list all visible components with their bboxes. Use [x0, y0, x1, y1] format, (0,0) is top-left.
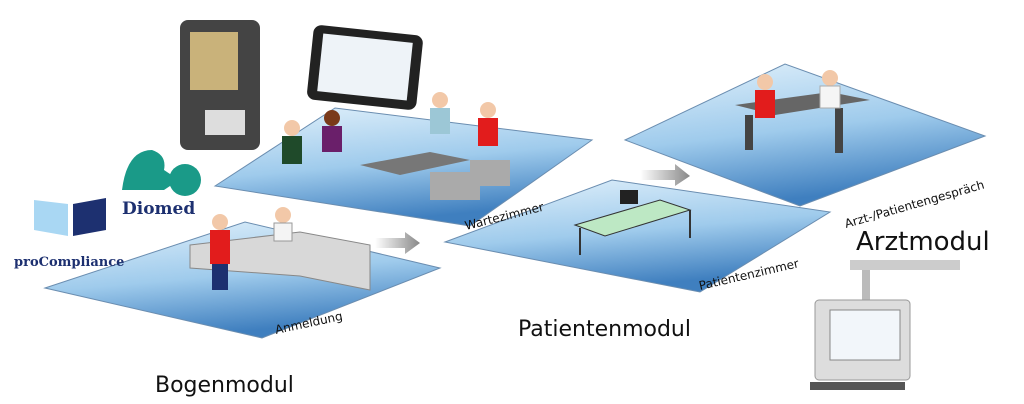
diomed-logo-text: Diomed	[122, 199, 195, 219]
kiosk-terminal-icon	[180, 20, 260, 150]
tablet-icon	[307, 25, 423, 110]
module-title-patienten: Patientenmodul	[518, 317, 691, 342]
receptionist-icon	[273, 207, 293, 242]
medical-terminal-icon	[810, 260, 960, 390]
procompliance-logo: proCompliance	[14, 198, 124, 270]
arrow-icon	[375, 232, 420, 254]
person-red-icon	[755, 74, 775, 118]
person-purple-icon	[322, 110, 342, 152]
waiting-room-furniture	[360, 152, 510, 200]
person-red-icon	[210, 214, 230, 290]
person-lightblue-icon	[430, 92, 450, 134]
module-title-bogen: Bogenmodul	[155, 373, 294, 398]
platform-arzt	[623, 63, 987, 207]
arrow-icon	[640, 164, 690, 186]
doctor-icon	[819, 70, 841, 109]
platform-patientenzimmer	[443, 179, 832, 293]
procompliance-logo-text: proCompliance	[14, 255, 124, 270]
reception-desk	[189, 231, 371, 291]
module-title-arzt: Arztmodul	[856, 227, 990, 257]
diomed-logo: Diomed	[122, 150, 201, 219]
label-arzt-patientengespraech: Arzt-/Patientengespräch	[843, 178, 986, 231]
person-green-icon	[282, 120, 302, 164]
person-red-icon	[478, 102, 498, 146]
hospital-bed-icon	[573, 190, 692, 255]
